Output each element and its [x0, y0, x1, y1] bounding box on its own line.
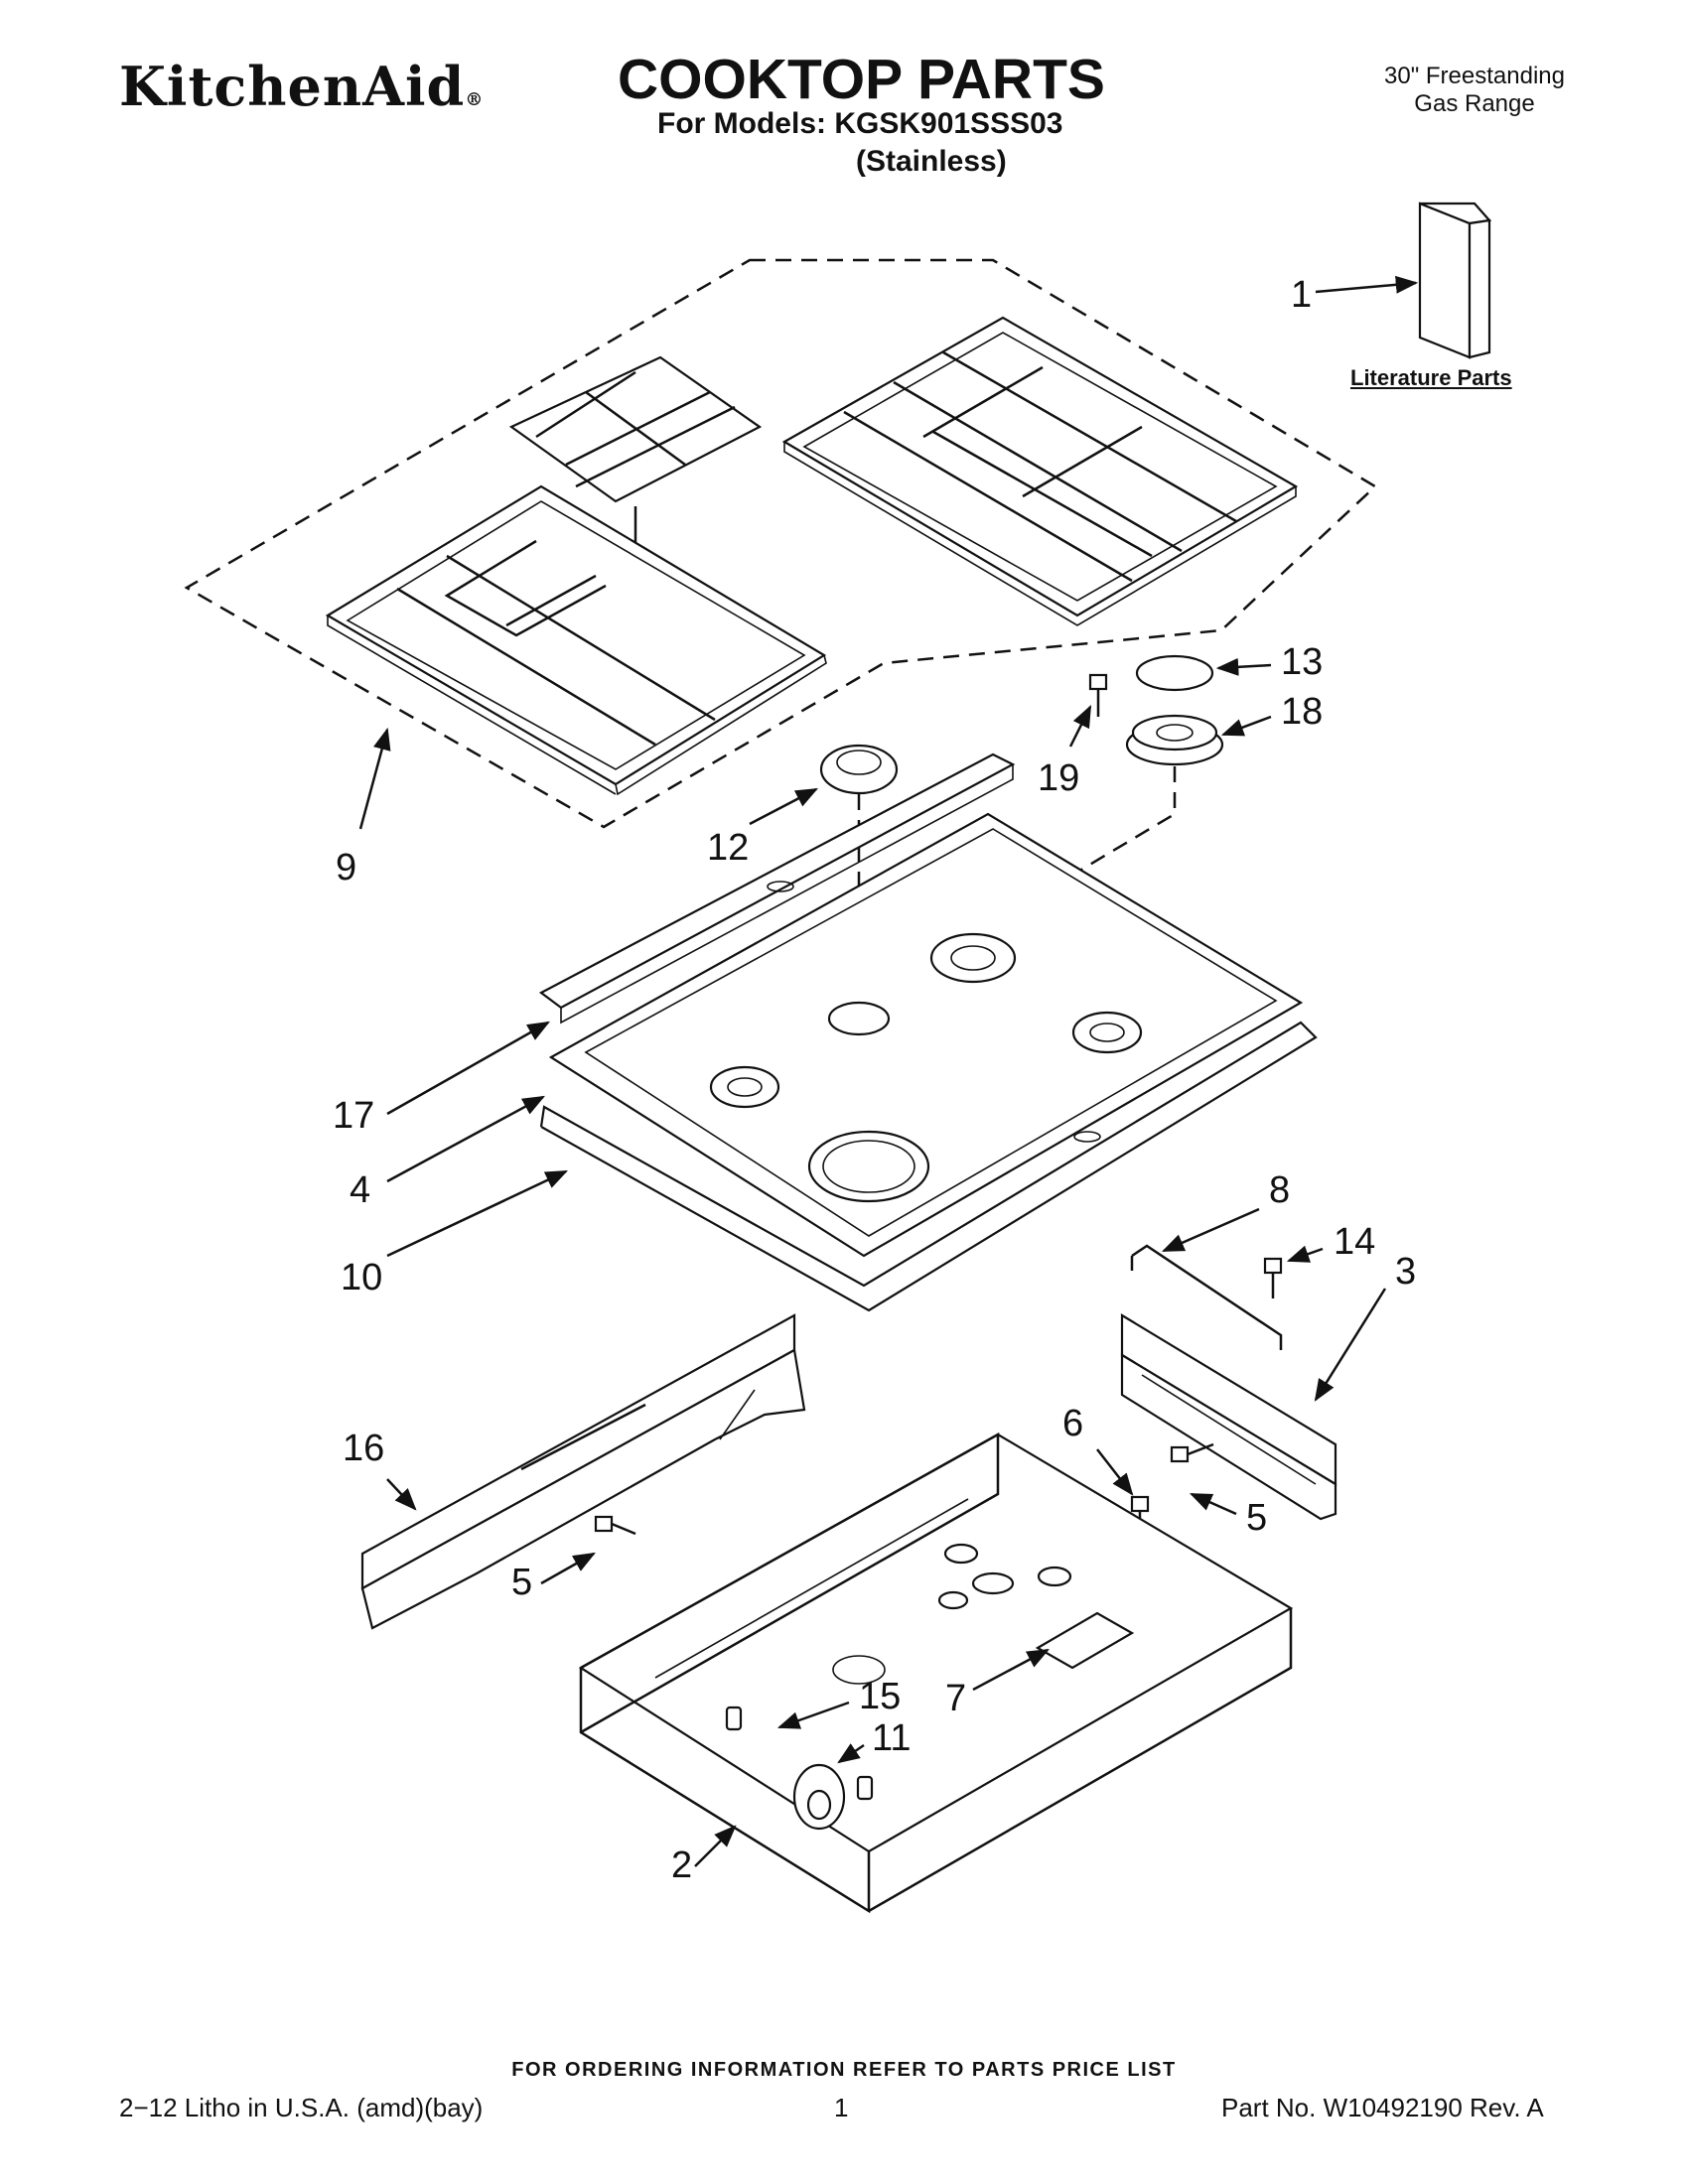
- leader-arrows: [358, 275, 1419, 1867]
- page-number: 1: [834, 2093, 849, 2122]
- left-grate: [325, 484, 827, 796]
- callout-1: 1: [1291, 274, 1313, 316]
- model-finish: (Stainless): [856, 145, 1007, 178]
- callout-19: 19: [1038, 757, 1080, 799]
- center-burner-head: [819, 744, 899, 795]
- print-info: 2−12 Litho in U.S.A. (amd)(bay): [119, 2093, 484, 2122]
- range-type-line1: 30" Freestanding: [1384, 63, 1565, 89]
- burner-cap: [1135, 654, 1214, 692]
- literature-parts-label: Literature Parts: [1350, 365, 1512, 390]
- callout-13: 13: [1281, 641, 1324, 683]
- center-grate: [508, 355, 763, 660]
- burner-box: [578, 1432, 1294, 1914]
- left-side-trim: [360, 1313, 806, 1630]
- range-type-line2: Gas Range: [1414, 90, 1535, 117]
- callout-5-left: 5: [511, 1562, 533, 1603]
- range-type: 30" Freestanding Gas Range: [1321, 63, 1628, 118]
- callout-7: 7: [945, 1678, 967, 1719]
- orifice-fitting: [792, 1763, 846, 1831]
- brand-logo: KitchenAid®: [119, 60, 484, 113]
- callout-6: 6: [1062, 1403, 1084, 1444]
- callout-15: 15: [859, 1676, 902, 1717]
- callout-17: 17: [333, 1095, 375, 1137]
- front-trim: [1120, 1313, 1337, 1521]
- part-number: Part No. W10492190 Rev. A: [1221, 2093, 1544, 2122]
- cooktop: [548, 812, 1304, 1258]
- burner-screw: [1088, 673, 1108, 717]
- rear-trim-strip: [538, 752, 1016, 1024]
- literature-booklet: [1418, 202, 1492, 359]
- trim-bracket: [1130, 1244, 1283, 1350]
- screw-5-left: [594, 1515, 636, 1536]
- callout-2: 2: [671, 1844, 693, 1886]
- burner-base: [1125, 714, 1224, 766]
- callout-5-right: 5: [1246, 1497, 1268, 1539]
- callout-11: 11: [872, 1717, 912, 1759]
- callout-14: 14: [1334, 1221, 1376, 1263]
- brand-registered-mark: ®: [465, 89, 485, 110]
- callout-3: 3: [1395, 1251, 1417, 1293]
- ordering-info-note: FOR ORDERING INFORMATION REFER TO PARTS …: [511, 2059, 1177, 2081]
- callout-12: 12: [707, 827, 750, 869]
- callout-16: 16: [343, 1428, 385, 1469]
- page-title: COOKTOP PARTS: [618, 48, 1105, 111]
- callout-4: 4: [350, 1169, 371, 1211]
- callout-18: 18: [1281, 691, 1324, 733]
- model-number: For Models: KGSK901SSS03: [657, 107, 1063, 140]
- callout-9: 9: [336, 847, 357, 888]
- right-grate: [781, 316, 1299, 626]
- screw-5-right: [1170, 1442, 1214, 1463]
- brand-name: KitchenAid: [119, 55, 466, 118]
- callout-8: 8: [1269, 1169, 1291, 1211]
- screw-14: [1263, 1257, 1283, 1298]
- callout-10: 10: [341, 1257, 383, 1298]
- grate-group-outline: [184, 258, 1378, 829]
